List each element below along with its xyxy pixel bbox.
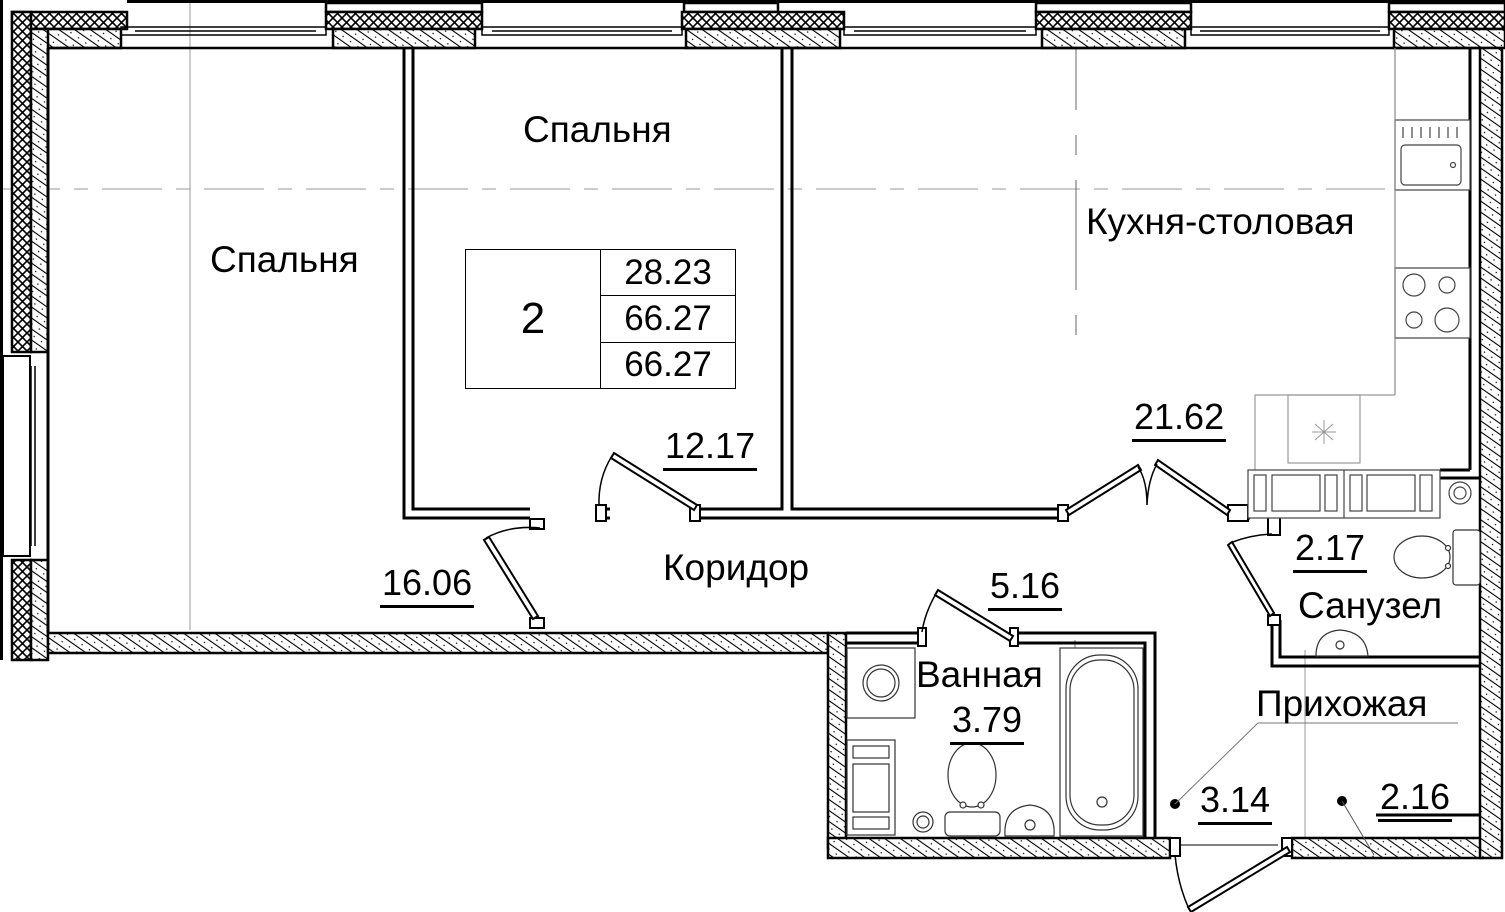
room-area-hallway: 3.14 [1198, 782, 1273, 825]
room-name-corridor: Коридор [663, 547, 810, 588]
interior-walls [402, 48, 1480, 838]
apartment-summary-table: 2 28.23 66.27 66.27 [465, 249, 736, 389]
room-name-wc: Санузел [1298, 585, 1443, 626]
room-name-bedroom-2: Спальня [523, 109, 672, 150]
room-area-wc: 2.17 [1293, 530, 1368, 573]
living-area-value: 28.23 [601, 250, 735, 297]
rooms-count: 2 [466, 250, 601, 388]
kitchen-fixtures [1247, 48, 1472, 519]
room-name-hallway: Прихожая [1256, 683, 1428, 724]
bathroom-fixtures [846, 647, 1144, 837]
doors [482, 451, 1293, 912]
total-area-with-balcony-value: 66.27 [624, 345, 712, 385]
exterior-wall-bottom [46, 46, 1504, 860]
room-area-bathroom: 3.79 [950, 702, 1025, 745]
total-area-value: 66.27 [601, 296, 735, 343]
room-area-bedroom-1: 16.06 [380, 565, 475, 608]
wc-fixtures [1315, 529, 1481, 657]
exterior-wall-top [10, 0, 1505, 50]
room-area-bedroom-2: 12.17 [663, 428, 758, 471]
room-name-bedroom-1: Спальня [210, 239, 359, 280]
room-name-kitchen-dining: Кухня-столовая [1086, 201, 1355, 242]
room-area-hallway-closet: 2.16 [1378, 779, 1453, 822]
room-area-corridor: 5.16 [988, 568, 1063, 611]
room-name-bathroom: Ванная [916, 654, 1043, 695]
room-area-kitchen-dining: 21.62 [1132, 399, 1227, 442]
exterior-wall-left [0, 0, 50, 662]
hallway-markers [1170, 722, 1480, 856]
